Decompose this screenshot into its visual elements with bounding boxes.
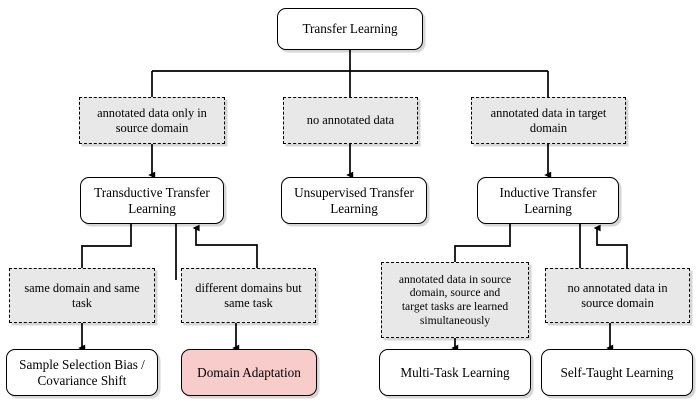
node-cond-same-domain-same-task[interactable]: same domain and same task xyxy=(9,268,155,323)
node-inductive-transfer-learning[interactable]: Inductive Transfer Learning xyxy=(477,177,619,224)
node-cond-annotated-source-only-label: annotated data only in source domain xyxy=(97,105,207,135)
edge-cond-diff-domain-to-transductive xyxy=(192,224,258,268)
node-cond-no-annotated-source[interactable]: no annotated data in source domain xyxy=(545,268,690,323)
node-domain-adaptation-label: Domain Adaptation xyxy=(197,364,301,380)
node-sample-selection-bias[interactable]: Sample Selection Bias / Covariance Shift xyxy=(6,349,158,396)
node-multi-task-learning[interactable]: Multi-Task Learning xyxy=(379,349,531,396)
node-cond-annotated-target[interactable]: annotated data in target domain xyxy=(471,97,626,144)
node-transfer-learning[interactable]: Transfer Learning xyxy=(277,8,423,50)
node-sample-selection-bias-label: Sample Selection Bias / Covariance Shift xyxy=(19,356,145,388)
node-cond-same-domain-same-task-label: same domain and same task xyxy=(24,280,140,310)
node-multi-task-learning-label: Multi-Task Learning xyxy=(400,364,510,380)
node-cond-different-domains-same-task[interactable]: different domains but same task xyxy=(181,268,316,323)
edge-cond-no-source-to-inductive xyxy=(593,224,628,268)
node-unsupervised-transfer-learning-label: Unsupervised Transfer Learning xyxy=(294,184,414,216)
node-cond-no-annotated-data[interactable]: no annotated data xyxy=(283,97,418,144)
node-cond-annotated-target-label: annotated data in target domain xyxy=(490,105,607,135)
node-cond-different-domains-same-task-label: different domains but same task xyxy=(195,280,302,310)
node-self-taught-learning-label: Self-Taught Learning xyxy=(560,364,674,380)
node-inductive-transfer-learning-label: Inductive Transfer Learning xyxy=(499,184,597,216)
node-cond-annotated-source-only[interactable]: annotated data only in source domain xyxy=(79,97,225,144)
node-cond-no-annotated-data-label: no annotated data xyxy=(306,113,395,128)
node-transfer-learning-label: Transfer Learning xyxy=(302,21,398,37)
node-cond-no-annotated-source-label: no annotated data in source domain xyxy=(567,280,668,310)
edge-transductive-to-cond-same-domain xyxy=(81,224,132,268)
node-cond-multitask-simultaneous[interactable]: annotated data in source domain, source … xyxy=(381,262,529,338)
node-cond-multitask-simultaneous-label: annotated data in source domain, source … xyxy=(398,272,512,327)
edge-inductive-to-cond-multitask xyxy=(454,224,511,262)
node-self-taught-learning[interactable]: Self-Taught Learning xyxy=(541,349,693,396)
node-transductive-transfer-learning[interactable]: Transductive Transfer Learning xyxy=(80,177,224,224)
node-unsupervised-transfer-learning[interactable]: Unsupervised Transfer Learning xyxy=(281,177,427,224)
node-transductive-transfer-learning-label: Transductive Transfer Learning xyxy=(94,184,210,216)
node-domain-adaptation[interactable]: Domain Adaptation xyxy=(181,349,317,396)
